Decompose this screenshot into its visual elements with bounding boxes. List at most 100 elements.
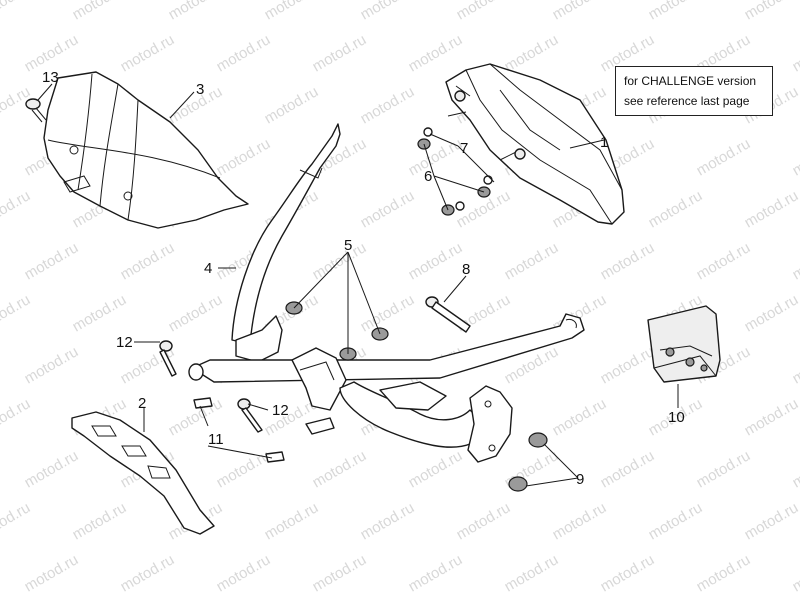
callout-5: 5: [344, 237, 352, 254]
watermark-text: motod.ru: [694, 551, 754, 595]
callout-numbers: 13 3 1 7 6 4 5 8 12 12 2 11 10 9: [42, 69, 685, 488]
watermark-text: motod.ru: [166, 291, 226, 335]
watermark-text: motod.ru: [694, 447, 754, 491]
callout-11: 11: [208, 431, 224, 448]
watermark-text: motod.ru: [166, 0, 226, 23]
watermark-text: motod.ru: [262, 0, 322, 23]
watermark-text: motod.ru: [502, 551, 562, 595]
watermark-text: motod.ru: [118, 239, 178, 283]
callout-9: 9: [576, 471, 584, 488]
watermark-text: motod.ru: [550, 0, 610, 23]
clips-part: [193, 397, 285, 463]
callout-10: 10: [668, 409, 685, 426]
watermark-text: motod.ru: [646, 499, 706, 543]
watermark-text: motod.ru: [502, 31, 562, 75]
watermark-text: motod.ru: [454, 0, 514, 23]
support-frame-part: [188, 123, 585, 463]
kit-part: [647, 305, 721, 383]
watermark-text: motod.ru: [550, 395, 610, 439]
watermark-text: motod.ru: [0, 0, 33, 23]
watermark-text: motod.ru: [694, 239, 754, 283]
callout-7: 7: [460, 140, 468, 157]
watermark-text: motod.ru: [406, 31, 466, 75]
callout-8: 8: [462, 261, 470, 278]
watermark-text: motod.ru: [22, 551, 82, 595]
watermark-text: motod.ru: [598, 239, 658, 283]
watermark-text: motod.ru: [118, 551, 178, 595]
watermark-text: motod.ru: [454, 499, 514, 543]
callout-13: 13: [42, 69, 59, 86]
watermark-text: motod.ru: [502, 239, 562, 283]
watermark-text: motod.ru: [22, 343, 82, 387]
callout-1: 1: [600, 134, 608, 151]
watermark-text: motod.ru: [358, 291, 418, 335]
bolt-part: [425, 296, 471, 333]
callout-2: 2: [138, 395, 146, 412]
watermark-text: motod.ru: [70, 499, 130, 543]
bushings-part: [285, 301, 389, 361]
watermark-text: motod.ru: [790, 447, 800, 491]
watermark-text: motod.ru: [694, 135, 754, 179]
watermark-text: motod.ru: [406, 551, 466, 595]
watermark-text: motod.ru: [598, 343, 658, 387]
watermark-text: motod.ru: [742, 0, 800, 23]
watermark-text: motod.ru: [310, 551, 370, 595]
watermark-text: motod.ru: [790, 31, 800, 75]
watermark-text: motod.ru: [742, 395, 800, 439]
watermark-text: motod.ru: [214, 135, 274, 179]
watermark-text: motod.ru: [214, 31, 274, 75]
watermark-text: motod.ru: [358, 187, 418, 231]
small-bolts-part: [159, 340, 263, 433]
watermark-text: motod.ru: [646, 0, 706, 23]
watermark-text: motod.ru: [310, 31, 370, 75]
bracket-plate-part: [71, 411, 215, 535]
callout-12-right: 12: [272, 402, 289, 419]
callout-3: 3: [196, 81, 204, 98]
nuts-part: [508, 432, 548, 492]
leader-lines: [37, 83, 679, 487]
watermark-text: motod.ru: [0, 395, 33, 439]
watermark-text: motod.ru: [70, 0, 130, 23]
watermark-text: motod.ru: [118, 31, 178, 75]
screw-part: [25, 98, 47, 123]
watermark-text: motod.ru: [406, 135, 466, 179]
watermark-text: motod.ru: [262, 499, 322, 543]
watermark-text: motod.ru: [742, 187, 800, 231]
watermark-text: motod.ru: [214, 551, 274, 595]
watermark-text: motod.ru: [790, 135, 800, 179]
watermark-text: motod.ru: [0, 187, 33, 231]
watermark-text: motod.ru: [598, 447, 658, 491]
callout-6: 6: [424, 168, 432, 185]
watermark-text: motod.ru: [646, 187, 706, 231]
watermark-text: motod.ru: [22, 447, 82, 491]
watermark-text: motod.ru: [742, 291, 800, 335]
watermark-text: motod.ru: [406, 239, 466, 283]
watermark-text: motod.ru: [262, 83, 322, 127]
instrument-cluster-part: [445, 63, 625, 225]
cluster-fasteners: [417, 127, 493, 216]
windscreen-part: [43, 71, 249, 229]
callout-4: 4: [204, 260, 212, 277]
watermark-text: motod.ru: [358, 499, 418, 543]
watermark-text: motod.ru: [550, 499, 610, 543]
watermark-text: motod.ru: [310, 447, 370, 491]
watermark-text: motod.ru: [790, 551, 800, 595]
watermark-text: motod.ru: [70, 291, 130, 335]
watermark-text: motod.ru: [0, 499, 33, 543]
callout-12-left: 12: [116, 334, 133, 351]
watermark-text: motod.ru: [790, 343, 800, 387]
watermark-text: motod.ru: [790, 239, 800, 283]
watermark-text: motod.ru: [358, 0, 418, 23]
note-line-1: for CHALLENGE version: [624, 74, 757, 88]
watermark-text: motod.ru: [598, 551, 658, 595]
note-line-2: see reference last page: [624, 94, 750, 108]
watermark-text: motod.ru: [22, 239, 82, 283]
watermark-text: motod.ru: [358, 83, 418, 127]
watermark-text: motod.ru: [406, 447, 466, 491]
watermark-text: motod.ru: [742, 499, 800, 543]
watermark-text: motod.ru: [214, 447, 274, 491]
challenge-version-note: for CHALLENGE version see reference last…: [615, 66, 773, 116]
watermark-text: motod.ru: [0, 291, 33, 335]
